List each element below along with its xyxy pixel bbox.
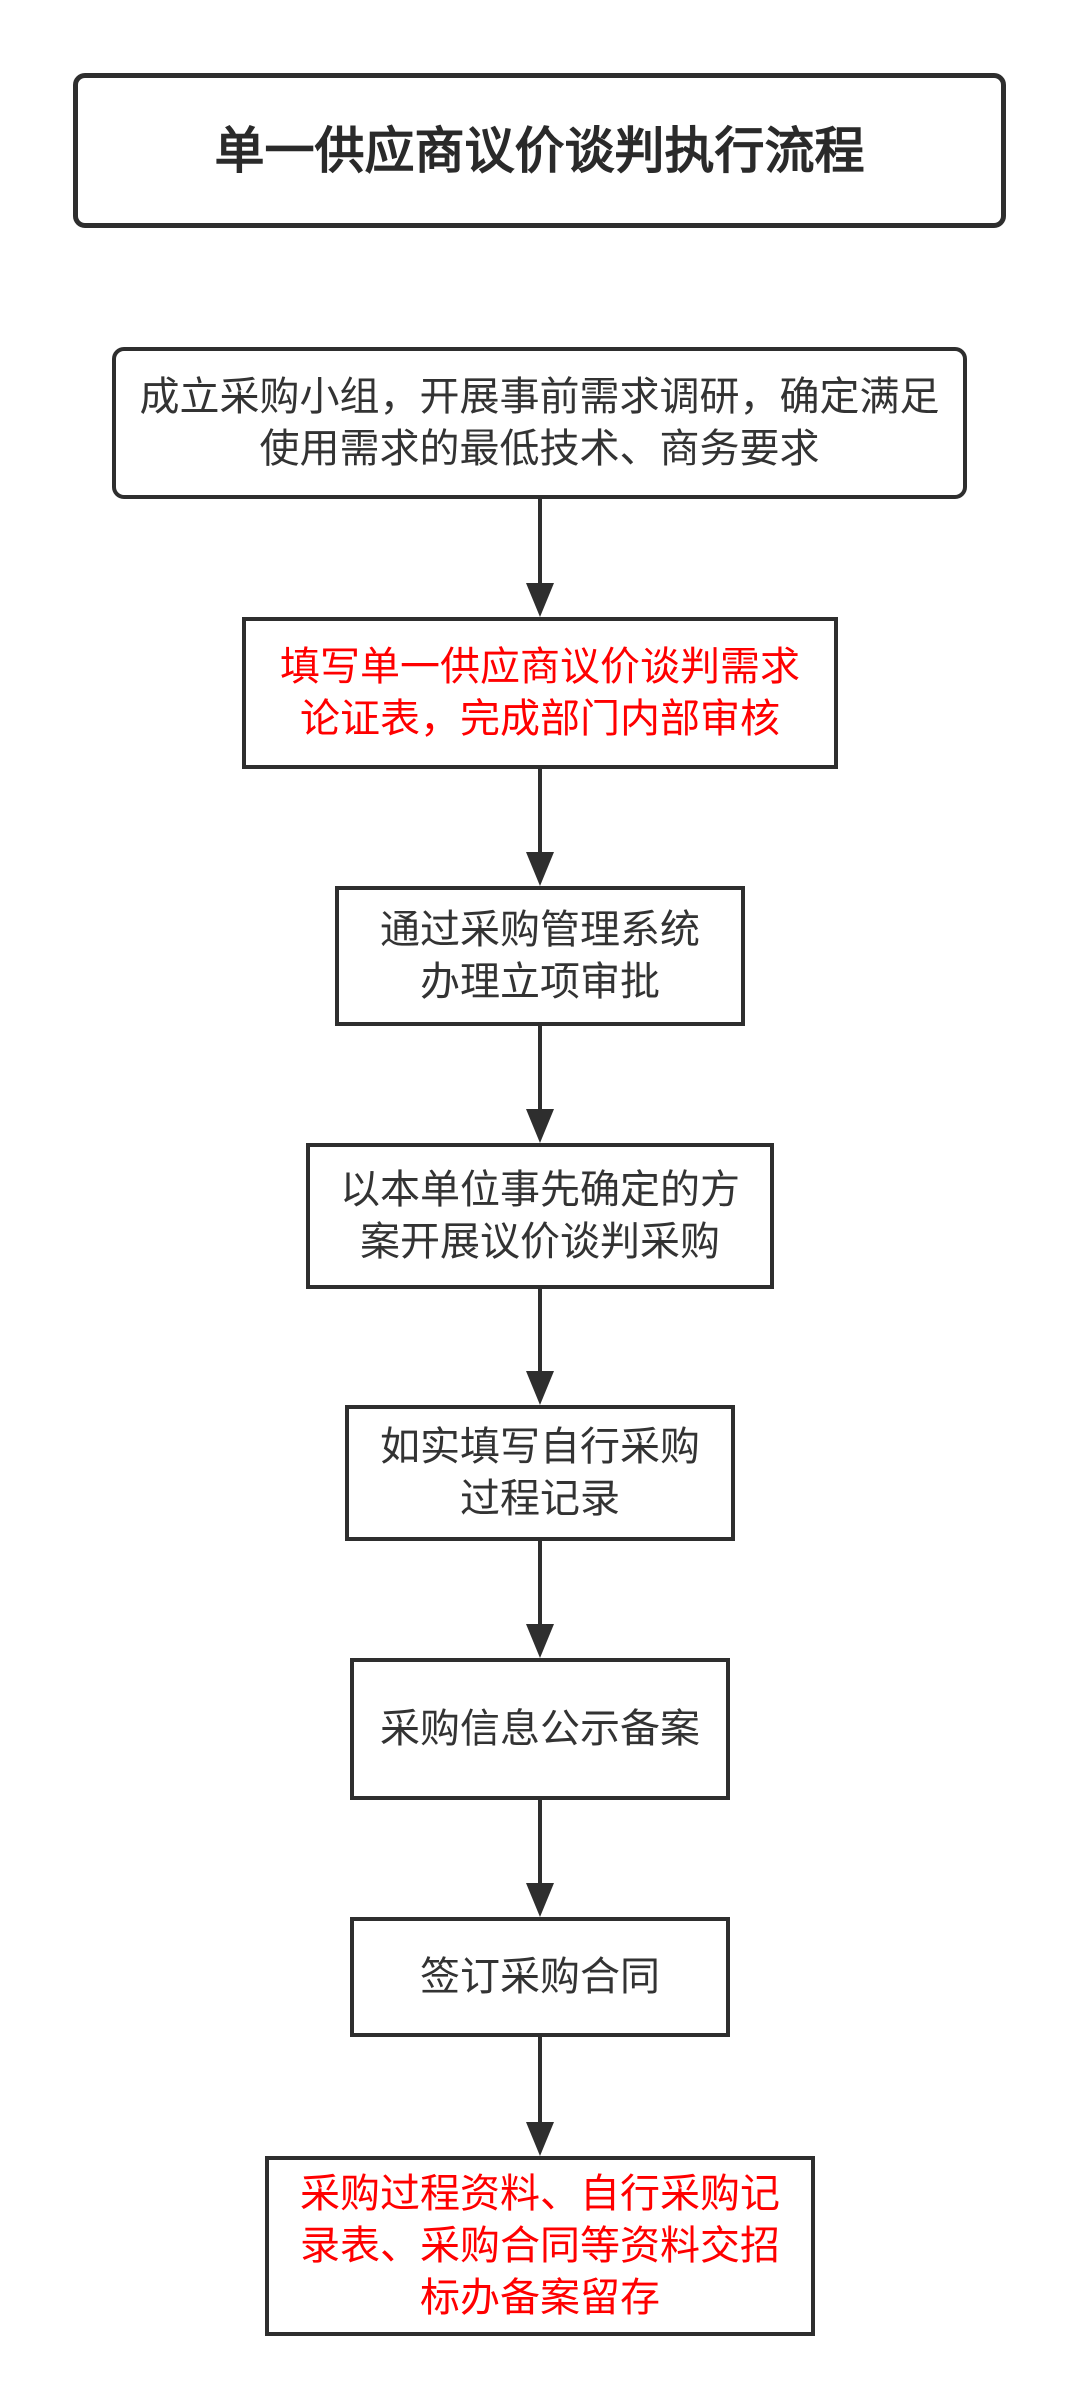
step-3-line-1: 通过采购管理系统 <box>380 907 700 953</box>
step-1-line-2: 使用需求的最低技术、商务要求 <box>259 426 820 472</box>
step-5-line-2: 过程记录 <box>460 1476 620 1522</box>
flowchart-title: 单一供应商议价谈判执行流程 <box>214 121 865 180</box>
flowchart-title-box: 单一供应商议价谈判执行流程 <box>73 73 1006 228</box>
arrow-head-1 <box>526 583 554 617</box>
step-8-line-2: 录表、采购合同等资料交招 <box>300 2223 780 2269</box>
step-2-line-2: 论证表，完成部门内部审核 <box>300 696 780 742</box>
step-6-info-publicity: 采购信息公示备案 <box>350 1658 730 1800</box>
step-3-line-2: 办理立项审批 <box>420 959 660 1005</box>
step-7-line-1: 签订采购合同 <box>420 1954 660 2000</box>
step-5-line-1: 如实填写自行采购 <box>380 1424 700 1470</box>
arrow-head-6 <box>526 1883 554 1917</box>
step-8-archive-documents: 采购过程资料、自行采购记 录表、采购合同等资料交招 标办备案留存 <box>265 2156 815 2336</box>
arrow-head-7 <box>526 2122 554 2156</box>
step-5-procurement-record: 如实填写自行采购 过程记录 <box>345 1405 735 1541</box>
step-8-line-1: 采购过程资料、自行采购记 <box>300 2171 780 2217</box>
step-1-line-1: 成立采购小组，开展事前需求调研，确定满足 <box>139 374 940 420</box>
step-3-project-approval: 通过采购管理系统 办理立项审批 <box>335 886 745 1026</box>
step-4-line-1: 以本单位事先确定的方 <box>340 1167 740 1213</box>
step-7-sign-contract: 签订采购合同 <box>350 1917 730 2037</box>
step-6-line-1: 采购信息公示备案 <box>380 1706 700 1752</box>
arrow-head-4 <box>526 1371 554 1405</box>
step-4-line-2: 案开展议价谈判采购 <box>360 1219 720 1265</box>
arrow-head-5 <box>526 1624 554 1658</box>
step-8-line-3: 标办备案留存 <box>420 2275 660 2321</box>
arrow-head-3 <box>526 1109 554 1143</box>
step-4-negotiation-procurement: 以本单位事先确定的方 案开展议价谈判采购 <box>306 1143 774 1289</box>
step-2-line-1: 填写单一供应商议价谈判需求 <box>280 644 800 690</box>
step-1-form-procurement-team: 成立采购小组，开展事前需求调研，确定满足 使用需求的最低技术、商务要求 <box>112 347 967 499</box>
arrow-head-2 <box>526 852 554 886</box>
step-2-fill-demand-form: 填写单一供应商议价谈判需求 论证表，完成部门内部审核 <box>242 617 838 769</box>
